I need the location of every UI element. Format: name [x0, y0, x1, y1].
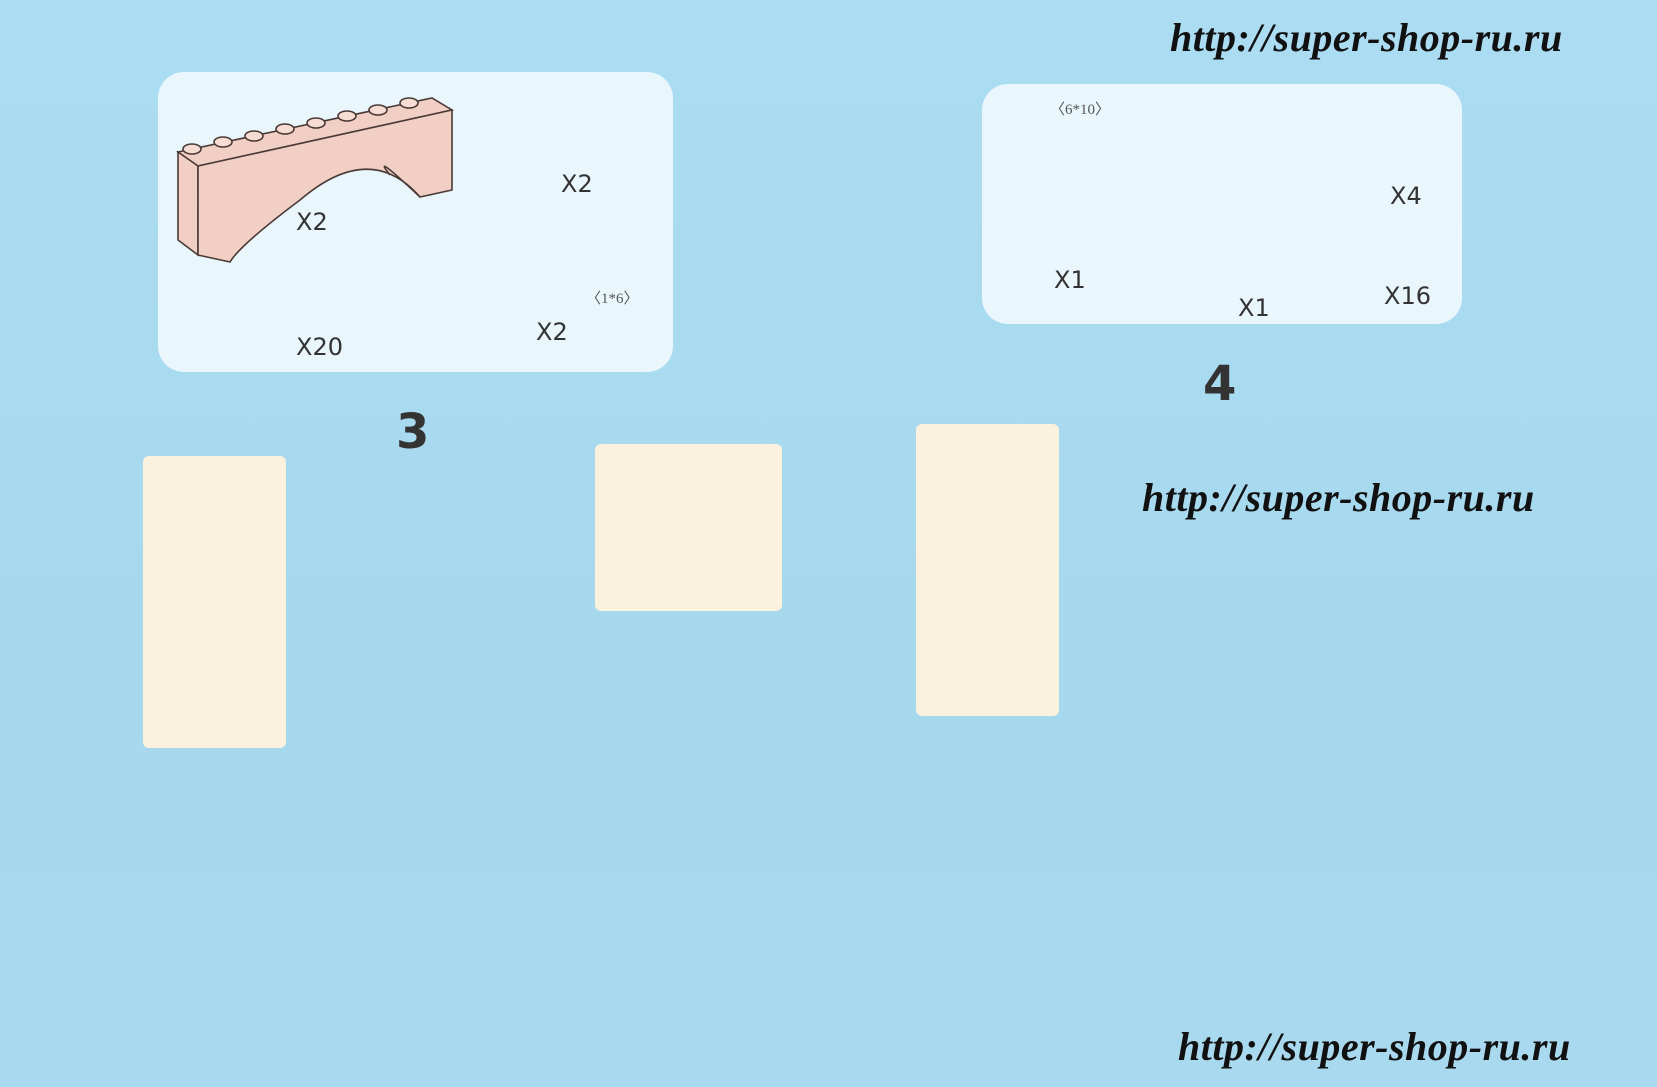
step3-stack-callout	[143, 456, 286, 748]
large-arch-qty: X2	[296, 208, 328, 236]
brick-1x2-qty: X1	[1238, 294, 1270, 322]
round-corner-plate-2-qty: X16	[1384, 282, 1431, 310]
step4-stack-callout	[916, 424, 1059, 716]
plate-6x10-dim: 〈6*10〉	[1050, 102, 1111, 118]
brick-1x6-qty: X2	[536, 318, 568, 346]
large-arch-part	[176, 97, 455, 263]
step4-number: 4	[1203, 356, 1237, 412]
small-arch-qty: X2	[561, 170, 593, 198]
brick-1x6-dim: 〈1*6〉	[586, 291, 639, 307]
watermark-bottom[interactable]: http://super-shop-ru.ru	[1178, 1024, 1571, 1069]
round-corner-plate-qty: X20	[296, 333, 343, 361]
corner-brick-qty: X4	[1390, 182, 1422, 210]
step4-parts-panel	[982, 84, 1462, 324]
watermark-top[interactable]: http://super-shop-ru.ru	[1170, 15, 1563, 60]
step3-number: 3	[396, 404, 430, 460]
plate-6x10-qty: X1	[1054, 266, 1086, 294]
step3-arch-callout	[595, 444, 782, 611]
watermark-middle[interactable]: http://super-shop-ru.ru	[1142, 475, 1535, 520]
